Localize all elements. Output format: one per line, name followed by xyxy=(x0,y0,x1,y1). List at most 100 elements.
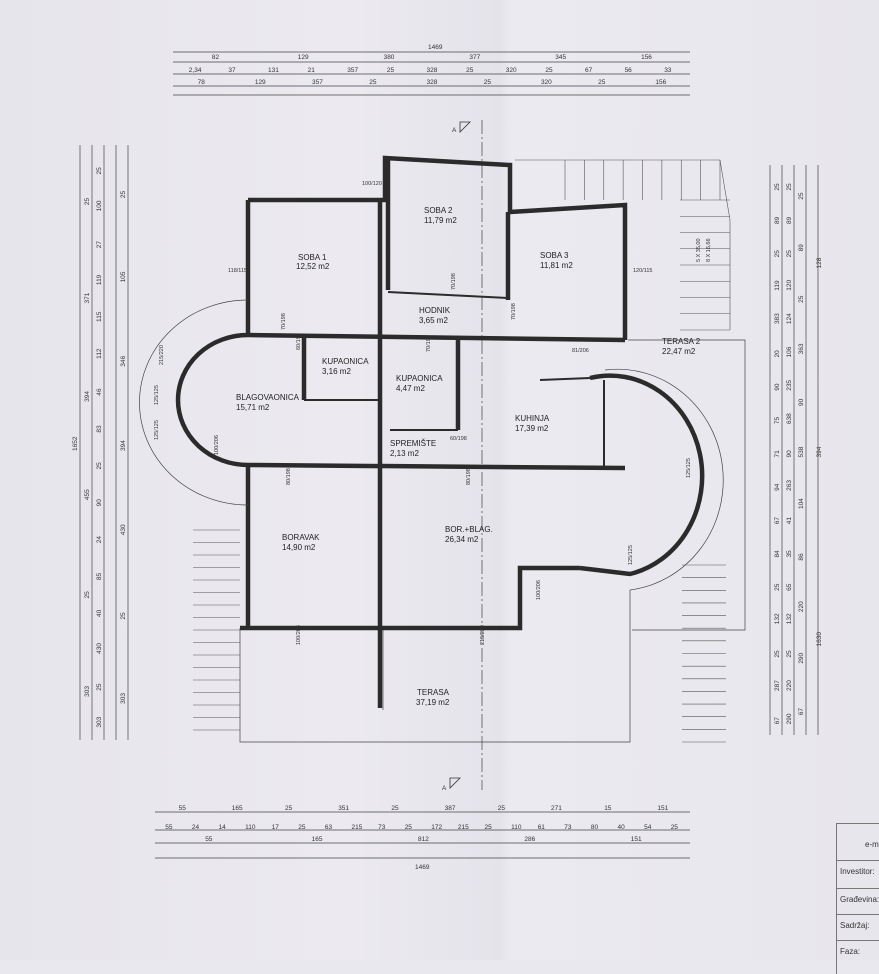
room-area-terasa: 37,19 m2 xyxy=(416,698,450,707)
dimension-label: 156 xyxy=(655,79,666,86)
title-block-gradevina: Građevina: xyxy=(837,888,879,912)
dimension-label: 290 xyxy=(786,713,793,724)
stair-note-1: 5 X 35,00 xyxy=(696,238,702,262)
opening-dimension: 118/115 xyxy=(228,268,247,274)
dimension-label: 387 xyxy=(445,805,456,812)
room-labels: SOBA 1 12,52 m2 SOBA 2 11,79 m2 SOBA 3 1… xyxy=(236,206,701,707)
dimension-label: 80 xyxy=(591,824,599,831)
dimension-label: 430 xyxy=(96,643,103,654)
dimension-label: 67 xyxy=(774,717,781,725)
dimension-label: 394 xyxy=(120,440,127,451)
dimension-label: 1652 xyxy=(72,436,79,451)
dimension-label: 25 xyxy=(298,824,306,831)
dimension-label: 17 xyxy=(272,824,280,831)
opening-labels: 100/120118/11570/19870/198120/11560/1981… xyxy=(154,181,692,645)
dimension-label: 90 xyxy=(774,383,781,391)
dimension-label: 25 xyxy=(466,67,474,74)
dimension-label: 25 xyxy=(84,591,91,599)
dimension-label: 33 xyxy=(664,67,672,74)
room-area-hodnik: 3,65 m2 xyxy=(419,316,448,325)
opening-dimension: 60/198 xyxy=(296,333,302,350)
opening-dimension: 80/198 xyxy=(466,468,472,485)
dimension-label: 430 xyxy=(120,524,127,535)
room-area-kuhinja: 17,39 m2 xyxy=(515,424,549,433)
room-name-spremiste: SPREMIŠTE xyxy=(390,439,436,448)
room-name-terasa: TERASA xyxy=(417,688,450,697)
dimension-label: 94 xyxy=(774,483,781,491)
dimension-label: 128 xyxy=(816,257,823,268)
dimension-label: 25 xyxy=(786,250,793,258)
dimension-label: 320 xyxy=(541,79,552,86)
dimension-label: 46 xyxy=(96,388,103,396)
dimension-label: 165 xyxy=(232,805,243,812)
bottom-total-dim: 1469 xyxy=(415,864,430,871)
dimension-label: 55 xyxy=(179,805,187,812)
dimension-label: 25 xyxy=(598,79,606,86)
dimension-label: 1630 xyxy=(816,632,823,647)
dimension-label: 25 xyxy=(120,191,127,199)
room-area-spremiste: 2,13 m2 xyxy=(390,449,419,458)
dimension-label: 377 xyxy=(469,54,480,61)
dimension-label: 25 xyxy=(798,295,805,303)
room-area-terasa2: 22,47 m2 xyxy=(662,347,696,356)
room-name-hodnik: HODNIK xyxy=(419,306,451,315)
dimension-label: 131 xyxy=(268,67,279,74)
dimension-label: 371 xyxy=(84,292,91,303)
dimension-label: 25 xyxy=(798,192,805,200)
dimension-label: 25 xyxy=(405,824,413,831)
dimension-label: 129 xyxy=(255,79,266,86)
title-block-faza: Faza: xyxy=(837,940,879,964)
dimension-label: 25 xyxy=(120,612,127,620)
dimension-label: 151 xyxy=(657,805,668,812)
room-area-boravak: 14,90 m2 xyxy=(282,543,316,552)
dimension-label: 303 xyxy=(120,693,127,704)
dimension-label: 119 xyxy=(774,280,781,291)
dimension-label: 25 xyxy=(391,805,399,812)
opening-dimension: 125/125 xyxy=(154,420,160,440)
dimension-label: 25 xyxy=(774,250,781,258)
opening-dimension: 100/120 xyxy=(362,181,382,187)
dimension-label: 357 xyxy=(312,79,323,86)
dimension-label: 25 xyxy=(285,805,293,812)
dimension-label: 25 xyxy=(671,824,679,831)
opening-dimension: 70/198 xyxy=(426,335,432,352)
opening-dimension: 215/220 xyxy=(480,625,486,645)
dimension-label: 156 xyxy=(641,54,652,61)
dimension-label: 303 xyxy=(96,716,103,727)
section-mark-bottom: A xyxy=(442,785,447,792)
dimension-label: 25 xyxy=(96,167,103,175)
dimension-label: 78 xyxy=(198,79,206,86)
dimension-label: 82 xyxy=(212,54,220,61)
room-name-kupaonica2: KUPAONICA xyxy=(396,374,443,383)
dimension-label: 75 xyxy=(774,417,781,425)
dimension-label: 220 xyxy=(798,601,805,612)
dimension-label: 25 xyxy=(774,183,781,191)
room-area-soba2: 11,79 m2 xyxy=(424,216,457,225)
stairs-bottom-left xyxy=(193,529,240,731)
dimension-label: 105 xyxy=(120,271,127,282)
dimension-label: 25 xyxy=(485,824,493,831)
dimension-label: 120 xyxy=(786,280,793,291)
dimension-label: 61 xyxy=(538,824,546,831)
dimension-label: 73 xyxy=(564,824,572,831)
dimension-label: 25 xyxy=(369,79,377,86)
dimension-label: 346 xyxy=(120,355,127,366)
dimension-label: 220 xyxy=(786,680,793,691)
dimension-label: 71 xyxy=(774,450,781,458)
dimension-label: 40 xyxy=(96,609,103,617)
dimension-label: 37 xyxy=(228,67,236,74)
dimension-label: 89 xyxy=(774,216,781,224)
dimension-label: 21 xyxy=(308,67,316,74)
dimension-label: 363 xyxy=(798,343,805,354)
room-name-kupaonica1: KUPAONICA xyxy=(322,357,369,366)
opening-dimension: 70/198 xyxy=(281,313,287,330)
dimension-label: 25 xyxy=(786,650,793,658)
title-block-sadrzaj: Sadržaj: xyxy=(837,914,879,938)
top-total-dim: 1469 xyxy=(428,44,443,51)
dimension-label: 104 xyxy=(798,498,805,509)
room-name-blagovaonica: BLAGOVAONICA xyxy=(236,393,300,402)
room-name-bor-blag: BOR.+BLAG. xyxy=(445,525,493,534)
dimension-label: 110 xyxy=(245,824,256,831)
